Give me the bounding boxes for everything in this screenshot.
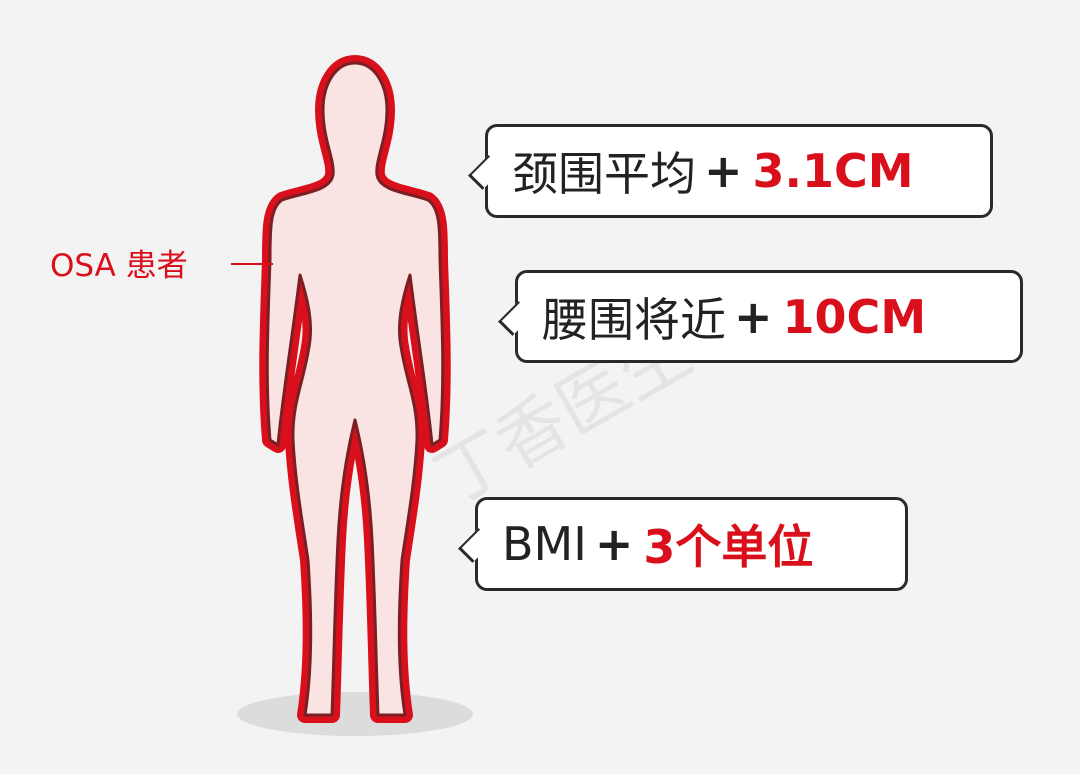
callout-text: 腰围将近	[542, 292, 726, 347]
normal-body-outline	[265, 61, 445, 717]
callout-text: BMI	[502, 517, 587, 571]
plus-sign: +	[734, 289, 773, 344]
osa-patient-label: OSA 患者	[50, 248, 188, 284]
plus-sign: +	[704, 144, 743, 198]
label-leader-line	[231, 263, 273, 265]
ground-shadow	[237, 692, 473, 736]
callout-value: 3.1CM	[752, 144, 914, 198]
callout-text: 颈围平均	[512, 147, 696, 201]
plus-sign: +	[594, 517, 634, 571]
callout-bmi: BMI + 3个单位	[458, 497, 908, 591]
callout-value: 10CM	[782, 289, 927, 344]
callout-value: 3个单位	[643, 520, 814, 574]
callout-neck: 颈围平均 + 3.1CM	[468, 124, 993, 218]
callout-waist: 腰围将近 + 10CM	[498, 270, 1023, 363]
